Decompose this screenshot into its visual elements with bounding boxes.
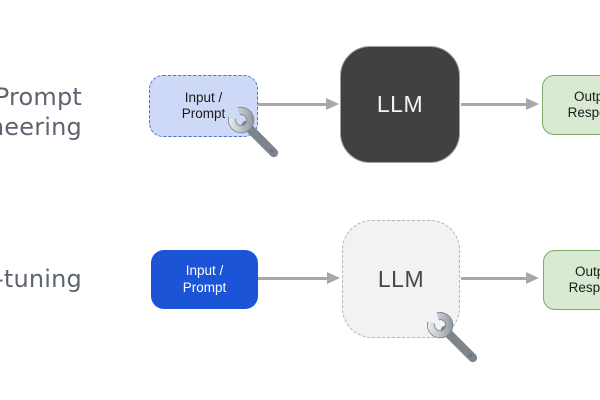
input-prompt-box-fine-tuning: Input / Prompt: [151, 250, 258, 309]
llm-box-fine-tuning: LLM: [342, 220, 460, 338]
output-response-box-fine-tuning: Output / Response: [543, 250, 600, 310]
wrench-icon: [418, 303, 488, 373]
wrench-icon: [219, 98, 289, 168]
row-label-prompt-engineering: Prompt Engineering: [0, 82, 82, 142]
row-label-line: Prompt: [0, 83, 82, 111]
arrow-llm-to-output: [461, 277, 526, 280]
input-box-label-line: Input /: [185, 263, 224, 278]
arrow-llm-to-output: [461, 103, 526, 106]
llm-box-prompt-engineering: LLM: [340, 46, 460, 163]
input-box-label-line: Input /: [184, 89, 223, 105]
output-response-box-prompt-engineering: Output / Response: [542, 75, 600, 135]
input-prompt-box-prompt-engineering: Input / Prompt: [149, 75, 258, 137]
row-label-line: Engineering: [0, 113, 82, 141]
input-box-label-line: Prompt: [182, 279, 227, 295]
row-label-line: Fine-tuning: [0, 265, 82, 293]
llm-box-label: LLM: [377, 265, 425, 292]
output-box-label-line: Output /: [573, 88, 600, 104]
arrow-input-to-llm: [258, 277, 327, 280]
row-label-fine-tuning: Fine-tuning: [0, 264, 82, 294]
input-box-label-line: Prompt: [181, 106, 226, 121]
arrow-input-to-llm: [258, 103, 326, 106]
output-box-label-line: Response: [568, 280, 600, 295]
output-box-label-line: Output /: [574, 263, 600, 279]
output-box-label-line: Response: [567, 105, 600, 120]
llm-box-label: LLM: [376, 91, 424, 117]
